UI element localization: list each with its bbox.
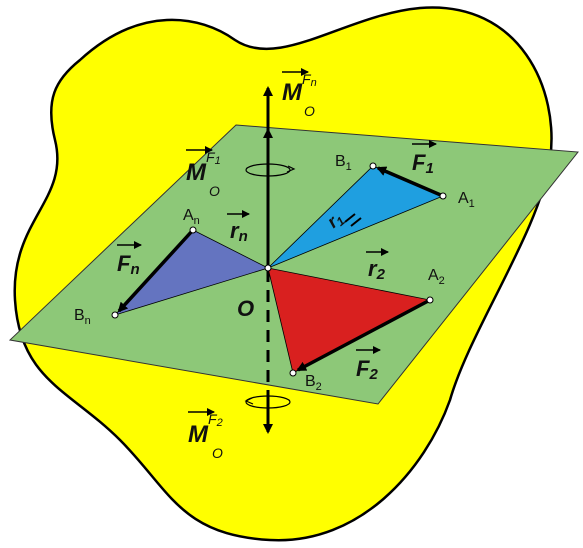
label-f2: F2 — [356, 346, 381, 383]
label-a2: A2 — [428, 267, 445, 287]
point-an — [189, 226, 197, 234]
point-bn — [111, 311, 119, 319]
label-rn: rn — [227, 210, 250, 245]
svg-text:F1: F1 — [412, 150, 434, 177]
origin-label: O — [237, 296, 254, 321]
label-a1: A1 — [458, 190, 475, 210]
r1-marker — [344, 213, 356, 223]
svg-text:r2: r2 — [368, 256, 386, 283]
label-b1: B1 — [335, 153, 352, 173]
label-r2: r2 — [366, 248, 389, 283]
svg-text:O: O — [209, 183, 220, 199]
label-f1: F1 — [412, 140, 437, 177]
label-fn: Fn — [117, 241, 142, 278]
force-f1 — [376, 166, 444, 198]
svg-text:MF1: MF1 — [186, 149, 221, 186]
rotation-f1-icon — [245, 163, 291, 177]
origin-point — [264, 264, 272, 272]
svg-text:MFn: MFn — [282, 71, 317, 106]
svg-text:O: O — [304, 103, 315, 119]
rotation-f2-icon — [245, 395, 291, 409]
svg-text:Fn: Fn — [117, 251, 140, 278]
label-moment-fn: MFn O — [282, 68, 317, 119]
svg-text:F2: F2 — [356, 356, 378, 383]
point-b2 — [289, 369, 297, 377]
point-b1 — [369, 162, 377, 170]
svg-text:MF2: MF2 — [188, 411, 223, 448]
force-f2 — [296, 298, 431, 372]
point-a2 — [426, 296, 434, 304]
label-bn: Bn — [74, 307, 91, 327]
label-b2: B2 — [305, 373, 322, 393]
label-an: An — [183, 207, 200, 227]
force-fn — [117, 228, 195, 313]
point-a1 — [439, 192, 447, 200]
svg-text:rn: rn — [230, 218, 248, 245]
svg-text:O: O — [212, 445, 223, 461]
label-moment-f1: MF1 O — [186, 146, 221, 199]
label-moment-f2: MF2 O — [188, 408, 223, 461]
